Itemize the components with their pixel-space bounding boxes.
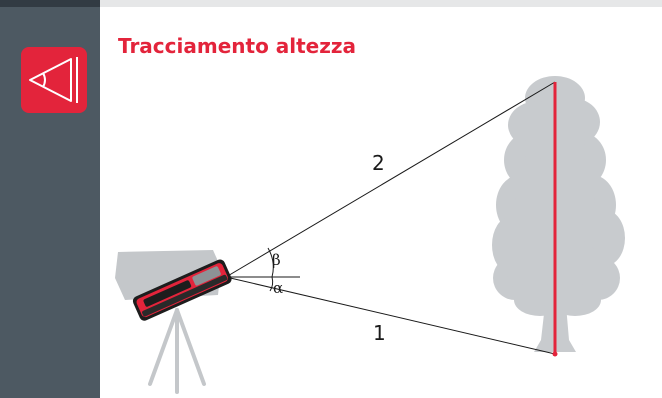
sidebar (0, 7, 100, 398)
height-tracking-icon (21, 47, 87, 113)
line-label-2: 2 (372, 151, 385, 175)
angle-beta-label: β (272, 251, 281, 269)
top-strip (0, 0, 662, 7)
line-label-1: 1 (373, 321, 386, 345)
angle-alpha-label: α (273, 279, 283, 297)
top-strip-corner (0, 0, 100, 7)
laser-meter-device (132, 259, 232, 321)
tree-illustration (492, 76, 625, 352)
tripod-illustration (148, 308, 206, 394)
measurement-lines (225, 81, 556, 355)
tree-base-point (552, 351, 558, 357)
height-tracking-diagram: 2 1 β α (115, 76, 625, 394)
page-title: Tracciamento altezza (118, 34, 357, 58)
